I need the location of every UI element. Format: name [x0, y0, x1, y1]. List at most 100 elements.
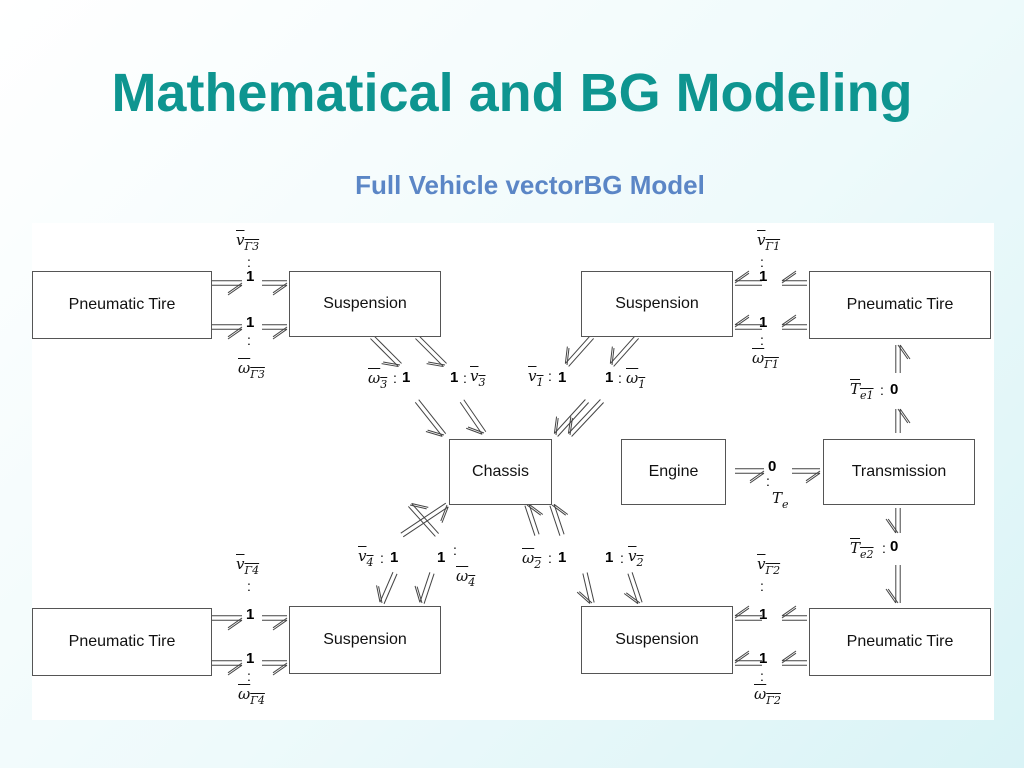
bond-arrow: [376, 571, 398, 605]
bond-arrow: [567, 399, 604, 437]
bond-arrow: [734, 314, 762, 330]
dots: :: [760, 668, 764, 684]
bond-arrow: [212, 660, 243, 676]
bond-arrow: [895, 408, 911, 433]
suspension-3-box: Suspension: [289, 271, 441, 337]
one-junction: 1: [759, 268, 768, 285]
omega1-label: ω1: [626, 369, 646, 391]
bond-arrow: [212, 324, 243, 340]
colon: :: [880, 382, 884, 398]
slide-title: Mathematical and BG Modeling: [111, 63, 913, 123]
one-junction: 1: [558, 549, 567, 566]
bond-arrow: [895, 344, 911, 373]
v2-label: v2: [628, 547, 644, 569]
v1-label: v1: [528, 367, 544, 389]
dots: :: [247, 254, 251, 270]
omega3-label: ω3: [368, 369, 388, 391]
torque-e1-label: Te1: [850, 380, 874, 402]
bond-graph-diagram: Pneumatic Tire Suspension Suspension Pne…: [32, 223, 994, 720]
bond-arrow: [885, 565, 901, 604]
zero-junction: 0: [890, 381, 899, 398]
bond-arrow: [262, 615, 288, 631]
bond-arrow: [407, 503, 440, 537]
colon: :: [548, 550, 552, 566]
transmission-box: Transmission: [823, 439, 975, 505]
colon: :: [380, 550, 384, 566]
dots: :: [247, 578, 251, 594]
bond-arrow: [623, 572, 643, 605]
bond-arrow: [414, 572, 435, 604]
one-junction: 1: [558, 369, 567, 386]
omega4-label: ω4: [456, 567, 476, 589]
omega-gamma3-label: ωΓ3: [238, 359, 265, 381]
bond-arrow: [524, 503, 544, 536]
v-gamma1-label: vΓ1: [757, 231, 781, 253]
zero-junction: 0: [890, 538, 899, 555]
bond-arrow: [212, 615, 243, 631]
colon: :: [463, 370, 467, 386]
bond-arrow: [459, 399, 487, 435]
bond-arrow: [734, 270, 762, 286]
dots: :: [760, 254, 764, 270]
bond-arrow: [576, 572, 595, 604]
bond-arrow: [549, 503, 569, 536]
one-junction: 1: [246, 314, 255, 331]
one-junction: 1: [759, 314, 768, 331]
bond-arrow: [792, 468, 821, 484]
v3-label: v3: [470, 367, 486, 389]
engine-box: Engine: [621, 439, 726, 505]
v-gamma4-label: vΓ4: [236, 555, 260, 577]
bond-arrow: [735, 468, 765, 484]
suspension-4-box: Suspension: [289, 606, 441, 674]
dots: :: [247, 668, 251, 684]
colon: :: [620, 550, 624, 566]
one-junction: 1: [605, 549, 614, 566]
one-junction: 1: [437, 549, 446, 566]
colon: :: [393, 370, 397, 386]
suspension-2-box: Suspension: [581, 606, 733, 674]
v4-label: v4: [358, 547, 374, 569]
one-junction: 1: [759, 606, 768, 623]
bond-arrow: [262, 324, 288, 340]
bond-arrow: [781, 650, 807, 666]
chassis-box: Chassis: [449, 439, 552, 505]
dots: :: [760, 332, 764, 348]
bond-arrow: [734, 650, 762, 666]
omega-gamma4-label: ωΓ4: [238, 685, 265, 707]
bond-arrows: [212, 270, 911, 676]
omega-gamma2-label: ωΓ2: [754, 685, 781, 707]
one-junction: 1: [759, 650, 768, 667]
one-junction: 1: [246, 606, 255, 623]
one-junction: 1: [390, 549, 399, 566]
colon: :: [453, 542, 457, 558]
pneumatic-tire-4-box: Pneumatic Tire: [32, 608, 212, 676]
one-junction: 1: [246, 650, 255, 667]
torque-e2-label: Te2: [850, 539, 874, 561]
bond-arrow: [212, 280, 243, 296]
v-gamma2-label: vΓ2: [757, 555, 781, 577]
slide-subtitle: Full Vehicle vectorBG Model: [355, 170, 705, 200]
pneumatic-tire-3-box: Pneumatic Tire: [32, 271, 212, 339]
torque-e-label: Te: [772, 489, 789, 511]
bond-arrow: [781, 270, 807, 286]
one-junction: 1: [402, 369, 411, 386]
colon: :: [618, 370, 622, 386]
bond-arrow: [415, 335, 447, 368]
omega-gamma1-label: ωΓ1: [752, 349, 779, 371]
bond-arrow: [553, 399, 589, 437]
bond-arrow: [609, 335, 640, 367]
one-junction: 1: [450, 369, 459, 386]
colon: :: [882, 540, 886, 556]
bond-arrow: [885, 508, 901, 534]
bond-arrow: [781, 314, 807, 330]
bond-arrow: [414, 399, 447, 437]
v-gamma3-label: vΓ3: [236, 231, 260, 253]
bond-arrow: [262, 660, 288, 676]
bond-arrow: [564, 335, 595, 367]
dots: :: [760, 578, 764, 594]
one-junction: 1: [605, 369, 614, 386]
pneumatic-tire-2-box: Pneumatic Tire: [809, 608, 991, 676]
zero-junction: 0: [768, 458, 777, 475]
suspension-1-box: Suspension: [581, 271, 733, 337]
omega2-label: ω2: [522, 549, 542, 571]
